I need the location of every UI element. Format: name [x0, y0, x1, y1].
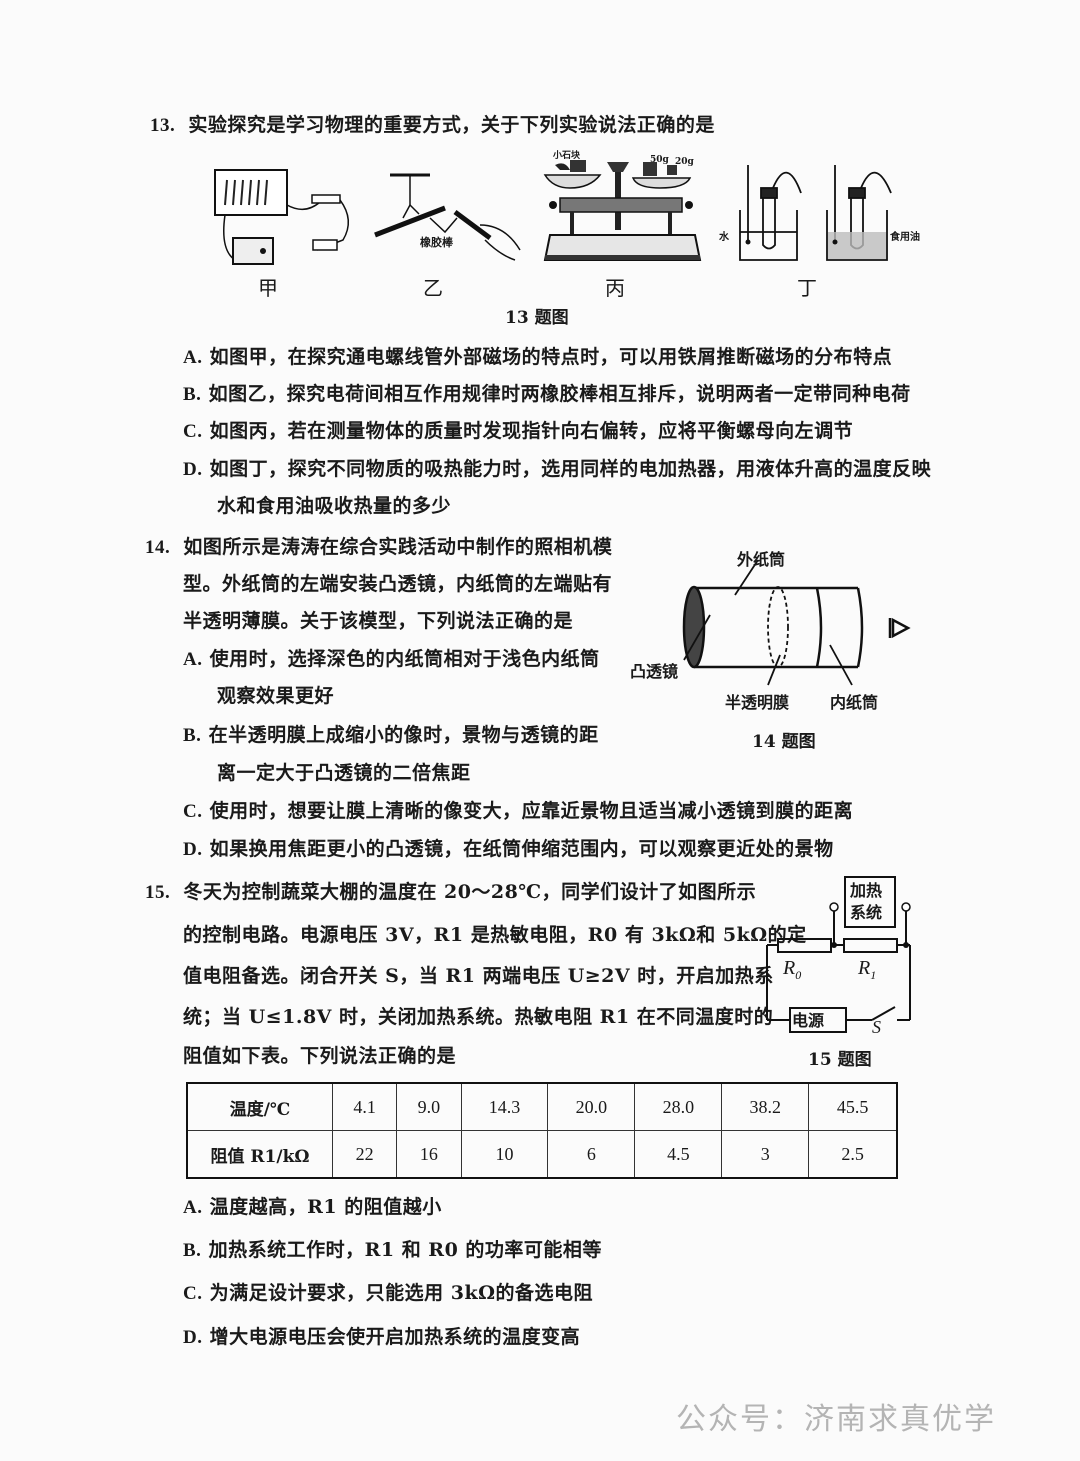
- q14-option-a: A. 使用时，选择深色的内纸筒相对于浅色内纸筒: [183, 648, 600, 670]
- q14-option-d: D. 如果换用焦距更小的凸透镜，在纸筒伸缩范围内，可以观察更近处的景物: [183, 838, 834, 860]
- cooking-oil-label: 食用油: [890, 232, 920, 243]
- small-stone-label: 小石块: [553, 151, 581, 161]
- water-label: 水: [719, 232, 729, 243]
- q13-option-a: A. 如图甲，在探究通电螺线管外部磁场的特点时，可以用铁屑推断磁场的分布特点: [183, 346, 893, 368]
- q13-option-b: B. 如图乙，探究电荷间相互作用规律时两橡胶棒相互排斥，说明两者一定带同种电荷: [183, 383, 911, 405]
- switch-label: S: [872, 1017, 881, 1037]
- table-cell: 20.0: [547, 1082, 636, 1131]
- watermark: 公众号：济南求真优学: [676, 1402, 996, 1437]
- q15-figure-caption: 15 题图: [808, 1050, 872, 1070]
- q13-figure-caption: 13 题图: [505, 308, 569, 328]
- table-cell: 22: [331, 1130, 398, 1179]
- q13-option-c: C. 如图丙，若在测量物体的质量时发现指针向右偏转，应将平衡螺母向左调节: [183, 420, 854, 442]
- r0-label: R0: [783, 957, 802, 982]
- table-cell: 3: [721, 1130, 810, 1179]
- convex-lens-label: 凸透镜: [630, 662, 679, 681]
- q14-option-c: C. 使用时，想要让膜上清晰的像变大，应靠近景物且适当减小透镜到膜的距离: [183, 800, 854, 822]
- figure-15-circuit: [766, 876, 911, 1033]
- figure-14-camera-model: [682, 559, 911, 686]
- q15-option-c: C. 为满足设计要求，只能选用 3kΩ的备选电阻: [183, 1282, 594, 1304]
- table-cell: 16: [396, 1130, 462, 1179]
- table-cell: 6: [547, 1130, 636, 1179]
- q14-figure-caption: 14 题图: [752, 732, 816, 752]
- q13-stem: 13. 实验探究是学习物理的重要方式，关于下列实验说法正确的是: [150, 114, 715, 136]
- q15-option-b: B. 加热系统工作时，R1 和 R0 的功率可能相等: [183, 1239, 602, 1261]
- thermistor-table: 温度/℃ 4.1 9.0 14.3 20.0 28.0 38.2 45.5 阻值…: [186, 1082, 898, 1179]
- table-cell: 9.0: [396, 1082, 462, 1131]
- figure-label-bing: 丙: [605, 276, 625, 300]
- table-cell: 28.0: [634, 1082, 723, 1131]
- table-cell: 14.3: [460, 1082, 549, 1131]
- outer-tube-label: 外纸筒: [737, 550, 786, 569]
- q15-stem-line4: 统；当 U≤1.8V 时，关闭加热系统。热敏电阻 R1 在不同温度时的: [183, 1006, 774, 1028]
- q13-option-d: D. 如图丁，探究不同物质的吸热能力时，选用同样的电加热器，用液体升高的温度反映: [183, 458, 932, 480]
- inner-tube-label: 内纸筒: [830, 693, 879, 712]
- figure-ding-beakers: [739, 165, 892, 261]
- q14-stem-line1: 14. 如图所示是涛涛在综合实践活动中制作的照相机模: [145, 536, 613, 558]
- table-cell: 45.5: [808, 1082, 898, 1131]
- r1-label: R1: [858, 957, 877, 982]
- q13-option-d-cont: 水和食用油吸收热量的多少: [217, 495, 452, 517]
- q14-stem-line2: 型。外纸筒的左端安装凸透镜，内纸筒的左端贴有: [183, 573, 613, 595]
- q15-option-a: A. 温度越高，R1 的阻值越小: [183, 1196, 442, 1218]
- rubber-rod-label: 橡胶棒: [420, 236, 453, 249]
- q14-option-a-cont: 观察效果更好: [217, 685, 335, 707]
- table-cell: 4.5: [634, 1130, 723, 1179]
- temperature-header: 温度/℃: [186, 1082, 333, 1131]
- figure-jia-solenoid: [214, 169, 349, 265]
- q14-option-b-cont: 离一定大于凸透镜的二倍焦距: [217, 762, 471, 784]
- q15-stem-line3: 值电阻备选。闭合开关 S，当 R1 两端电压 U≥2V 时，开启加热系: [183, 965, 774, 987]
- table-row-resistance: 阻值 R1/kΩ 22 16 10 6 4.5 3 2.5: [186, 1130, 898, 1179]
- weight-50g-label: 50g: [650, 155, 669, 165]
- heater-system-label: 加热 系统: [850, 881, 883, 922]
- q14-option-b: B. 在半透明膜上成缩小的像时，景物与透镜的距: [183, 724, 599, 746]
- figure-label-yi: 乙: [423, 276, 443, 300]
- figure-yi-rubber-rods: [374, 173, 521, 261]
- weight-20g-label: 20g: [675, 157, 694, 167]
- q15-stem-line2: 的控制电路。电源电压 3V，R1 是热敏电阻，R0 有 3kΩ和 5kΩ的定: [183, 924, 807, 946]
- figure-label-ding: 丁: [797, 276, 817, 300]
- power-source-label: 电源: [792, 1011, 825, 1030]
- table-row-temperature: 温度/℃ 4.1 9.0 14.3 20.0 28.0 38.2 45.5: [186, 1082, 898, 1131]
- q15-stem-line1: 15. 冬天为控制蔬菜大棚的温度在 20～28℃，同学们设计了如图所示: [145, 881, 757, 903]
- q15-option-d: D. 增大电源电压会使开启加热系统的温度变高: [183, 1326, 581, 1348]
- table-cell: 4.1: [331, 1082, 398, 1131]
- table-cell: 2.5: [808, 1130, 898, 1179]
- translucent-film-label: 半透明膜: [725, 693, 790, 712]
- q15-stem-line5: 阻值如下表。下列说法正确的是: [183, 1045, 457, 1067]
- q14-stem-line3: 半透明薄膜。关于该模型，下列说法正确的是: [183, 610, 574, 632]
- figure-bing-balance: [543, 160, 702, 261]
- table-cell: 10: [460, 1130, 549, 1179]
- figure-label-jia: 甲: [258, 276, 278, 300]
- resistance-header: 阻值 R1/kΩ: [186, 1130, 333, 1179]
- table-cell: 38.2: [721, 1082, 810, 1131]
